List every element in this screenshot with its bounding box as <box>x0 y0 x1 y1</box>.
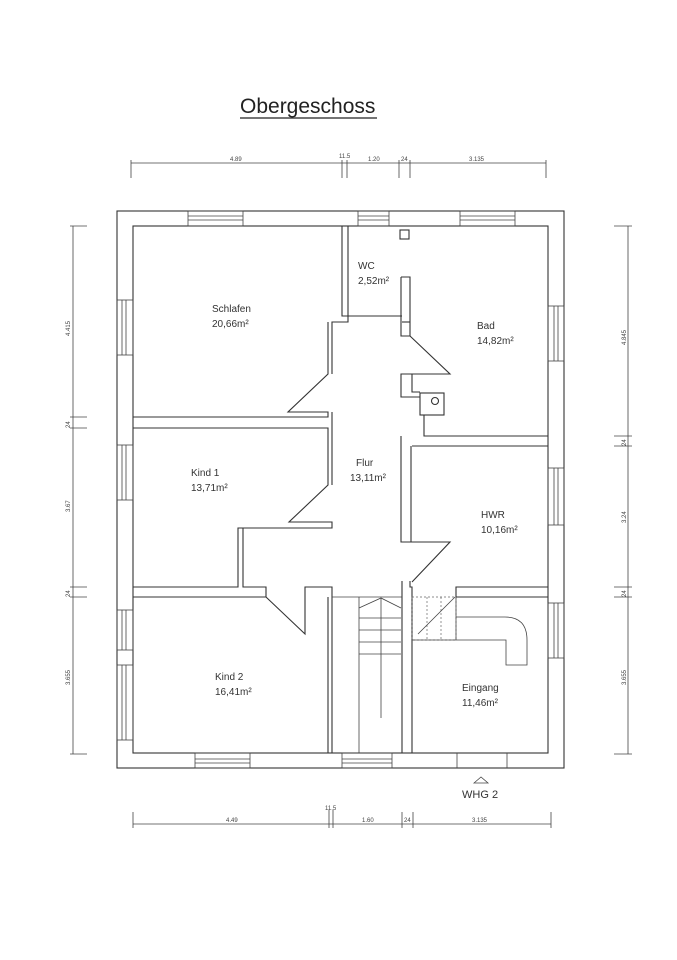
room-area-hwr: 10,16m² <box>481 525 518 536</box>
room-name-flur: Flur <box>356 458 374 469</box>
dim-top-1: 4.89 <box>230 157 242 163</box>
windows <box>116 210 565 769</box>
dimension-top: 4.89 11.5 1.20 24 3.135 <box>130 154 547 178</box>
dim-bottom-2: 11.5 <box>325 806 337 812</box>
room-area-eingang: 11,46m² <box>462 698 499 709</box>
dim-right-4: 24 <box>622 590 628 597</box>
dim-left-5: 3.655 <box>66 669 72 685</box>
interior-walls <box>133 226 548 753</box>
dim-right-2: 24 <box>622 439 628 446</box>
room-area-flur: 13,11m² <box>350 473 387 484</box>
dimension-bottom: 4.49 11.5 1.60 24 3.135 <box>132 806 552 828</box>
room-name-bad: Bad <box>477 321 495 332</box>
room-name-hwr: HWR <box>481 510 505 521</box>
dim-left-1: 4.415 <box>66 320 72 336</box>
dim-bottom-5: 3.135 <box>472 818 488 824</box>
dim-left-2: 24 <box>66 421 72 428</box>
entrance-stairs <box>411 596 528 666</box>
staircase <box>332 596 402 753</box>
dim-left-4: 24 <box>66 590 72 597</box>
room-name-wc: WC <box>358 261 375 272</box>
room-labels: Schlafen 20,66m² WC 2,52m² Bad 14,82m² K… <box>191 261 518 709</box>
room-name-kind2: Kind 2 <box>215 672 244 683</box>
dim-bottom-4: 24 <box>404 818 411 824</box>
room-name-eingang: Eingang <box>462 683 499 694</box>
dim-top-4: 24 <box>401 157 408 163</box>
dim-top-5: 3.135 <box>469 157 485 163</box>
room-area-kind1: 13,71m² <box>191 483 228 494</box>
dim-bottom-1: 4.49 <box>226 818 238 824</box>
plan-title: Obergeschoss <box>240 95 375 118</box>
room-name-schlafen: Schlafen <box>212 304 251 315</box>
room-area-bad: 14,82m² <box>477 336 514 347</box>
entrance-triangle-icon <box>472 776 490 784</box>
room-area-schlafen: 20,66m² <box>212 319 249 330</box>
dim-top-3: 1.20 <box>368 157 380 163</box>
dim-right-1: 4.845 <box>622 329 628 345</box>
dim-right-3: 3.24 <box>622 511 628 523</box>
room-area-kind2: 16,41m² <box>215 687 252 698</box>
dimension-right: 4.845 24 3.24 24 3.655 <box>614 225 632 755</box>
dim-left-3: 3.67 <box>66 500 72 512</box>
room-area-wc: 2,52m² <box>358 276 390 287</box>
dim-bottom-3: 1.60 <box>362 818 374 824</box>
entrance-label: WHG 2 <box>462 789 498 801</box>
dimension-left: 4.415 24 3.67 24 3.655 <box>66 225 87 755</box>
dim-top-2: 11.5 <box>339 154 351 160</box>
room-name-kind1: Kind 1 <box>191 468 220 479</box>
dim-right-5: 3.655 <box>622 669 628 685</box>
